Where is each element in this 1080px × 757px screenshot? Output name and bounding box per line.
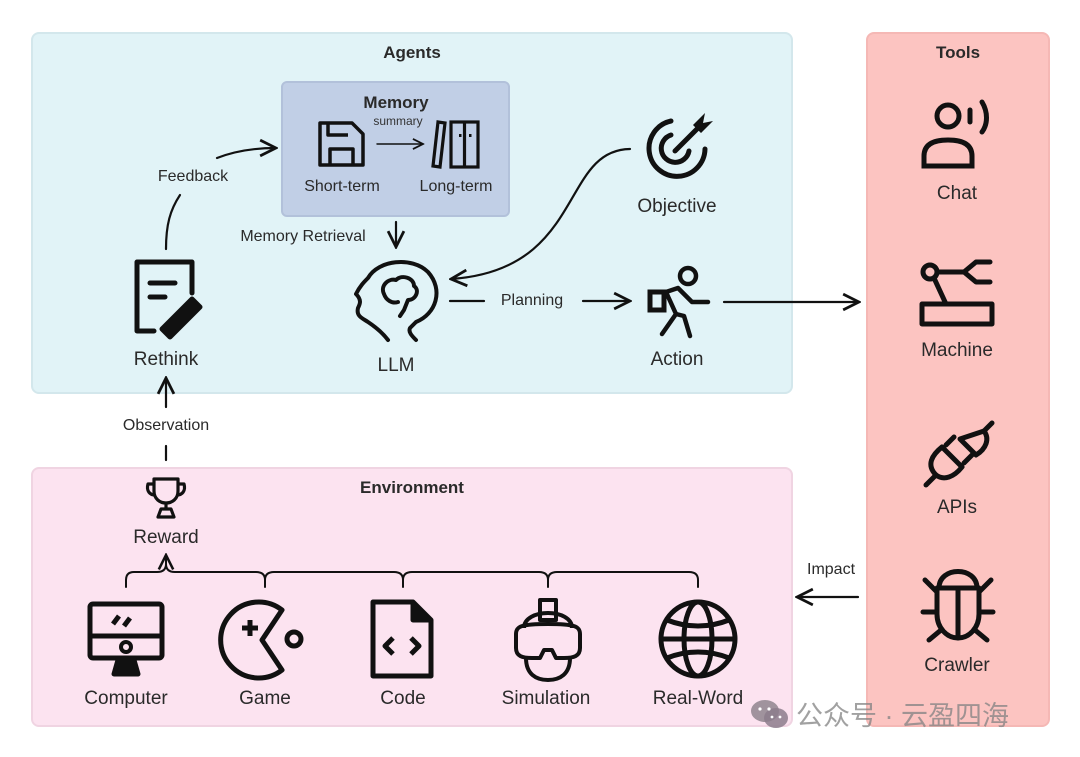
robot-arm-icon [919,258,995,328]
floppy-disk-icon [316,119,366,169]
chat-label: Chat [936,183,978,204]
trophy-icon [144,475,188,519]
feedback-label: Feedback [157,168,229,185]
pacman-game-icon [218,598,308,681]
memory-title: Memory [363,93,429,112]
crawler-label: Crawler [924,655,990,676]
bug-icon [920,568,996,644]
memory-retrieval-label: Memory Retrieval [240,228,366,245]
code-file-icon [369,598,435,680]
code-label: Code [380,688,426,709]
watermark: 公众号 · 云盈四海 [750,694,1009,733]
rethink-label: Rethink [133,349,199,370]
agents-title: Agents [383,43,441,62]
apis-label: APIs [936,497,978,518]
globe-icon [657,598,739,680]
environment-title: Environment [360,478,464,497]
impact-label: Impact [806,561,856,578]
llm-label: LLM [377,355,415,376]
simulation-label: Simulation [501,688,591,709]
watermark-text: 公众号 · 云盈四海 [796,701,1009,731]
head-brain-icon [352,258,440,344]
tools-group [866,32,1050,727]
archive-cabinet-icon [431,119,482,169]
real-word-label: Real-Word [652,688,744,709]
tools-title: Tools [935,43,981,62]
document-edit-icon [132,257,208,340]
plug-icon [922,415,995,488]
environment-group [31,467,793,727]
computer-icon [86,600,166,677]
action-label: Action [650,349,704,370]
running-person-icon [646,264,712,339]
observation-label: Observation [122,417,210,434]
computer-label: Computer [84,688,168,709]
wechat-icon [750,698,790,730]
summary-label: summary [373,114,423,128]
reward-label: Reward [133,527,199,548]
short-term-label: Short-term [304,178,380,195]
target-arrow-icon [641,113,713,185]
objective-label: Objective [637,196,717,217]
vr-headset-icon [512,598,584,682]
long-term-label: Long-term [419,178,493,195]
planning-label: Planning [500,292,564,309]
speaking-person-icon [920,99,992,172]
game-label: Game [239,688,291,709]
machine-label: Machine [921,340,993,361]
